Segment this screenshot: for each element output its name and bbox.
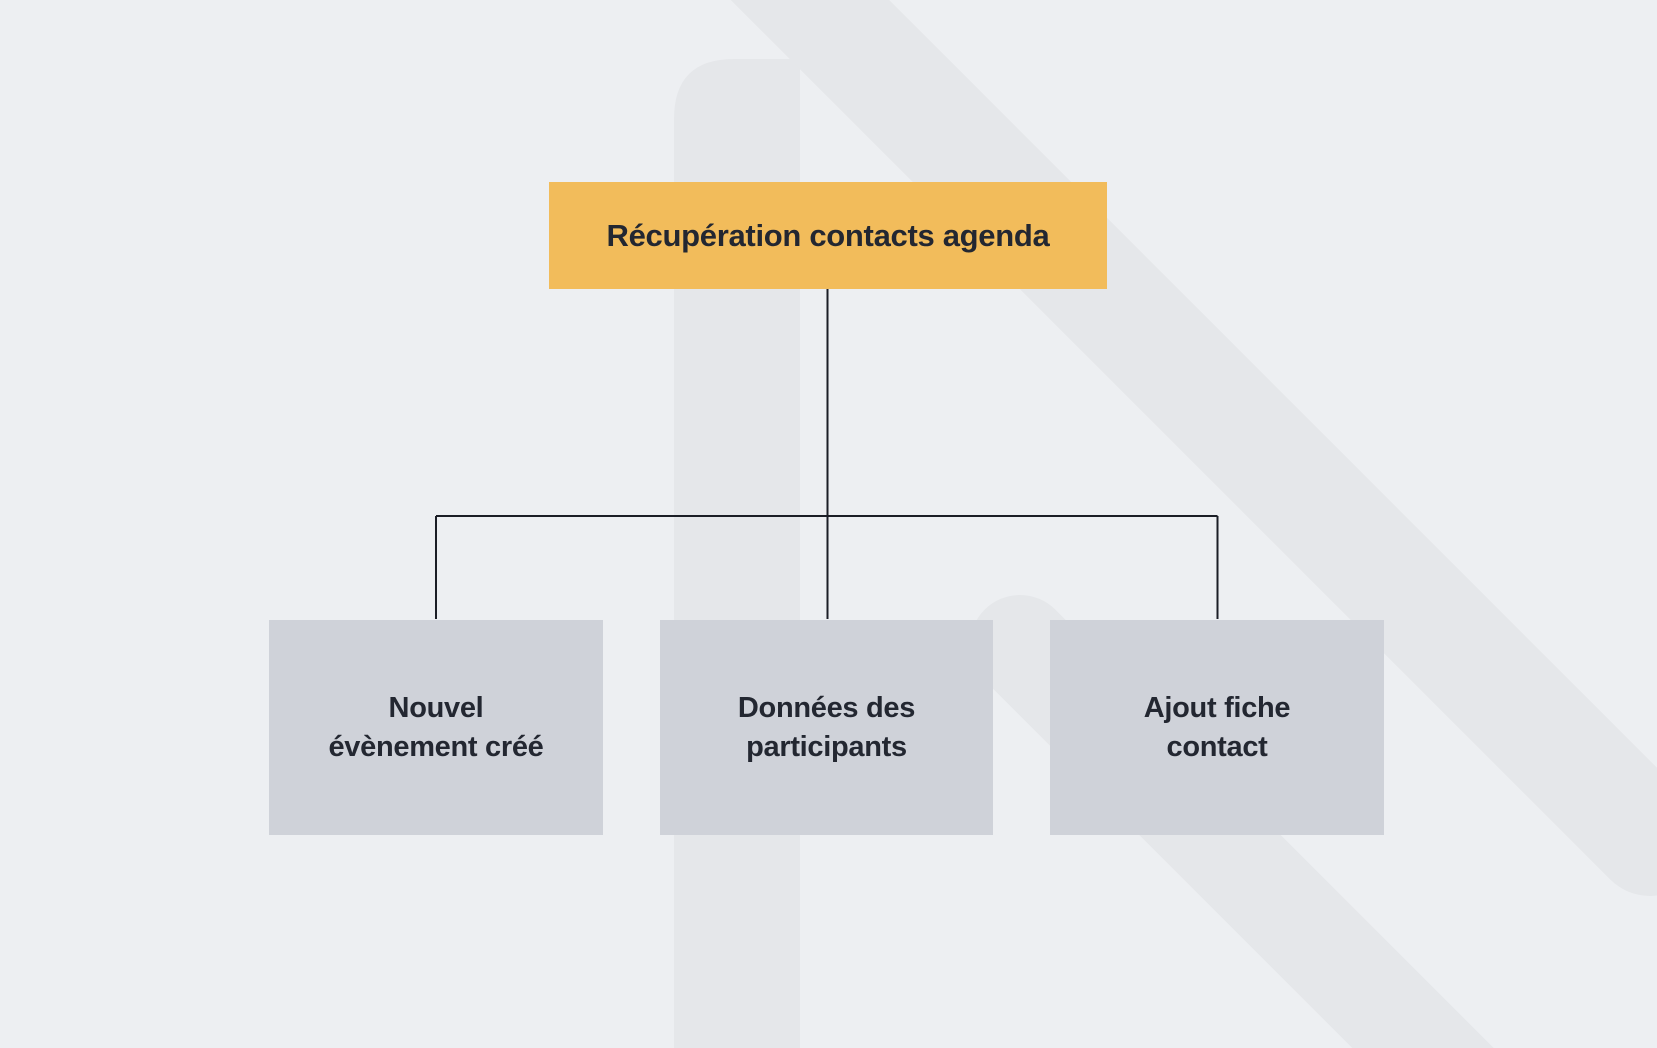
child-node-label: Données des participants: [737, 692, 916, 763]
connector-lines: [435, 289, 1219, 619]
root-node: Récupération contacts agenda: [549, 182, 1107, 289]
root-node-label: Récupération contacts agenda: [606, 217, 1050, 253]
child-node-label: Ajout fiche contact: [1143, 692, 1291, 763]
child-node-label: Nouvel évènement créé: [328, 692, 544, 763]
child-node-participants-data: Données des participants: [660, 620, 993, 835]
letter-glyph-watermark-icon: [674, 0, 1657, 1048]
child-node-new-event: Nouvel évènement créé: [269, 620, 603, 835]
watermark-upper-diagonal-band: [730, 0, 1657, 896]
child-node-add-contact: Ajout fiche contact: [1050, 620, 1384, 835]
